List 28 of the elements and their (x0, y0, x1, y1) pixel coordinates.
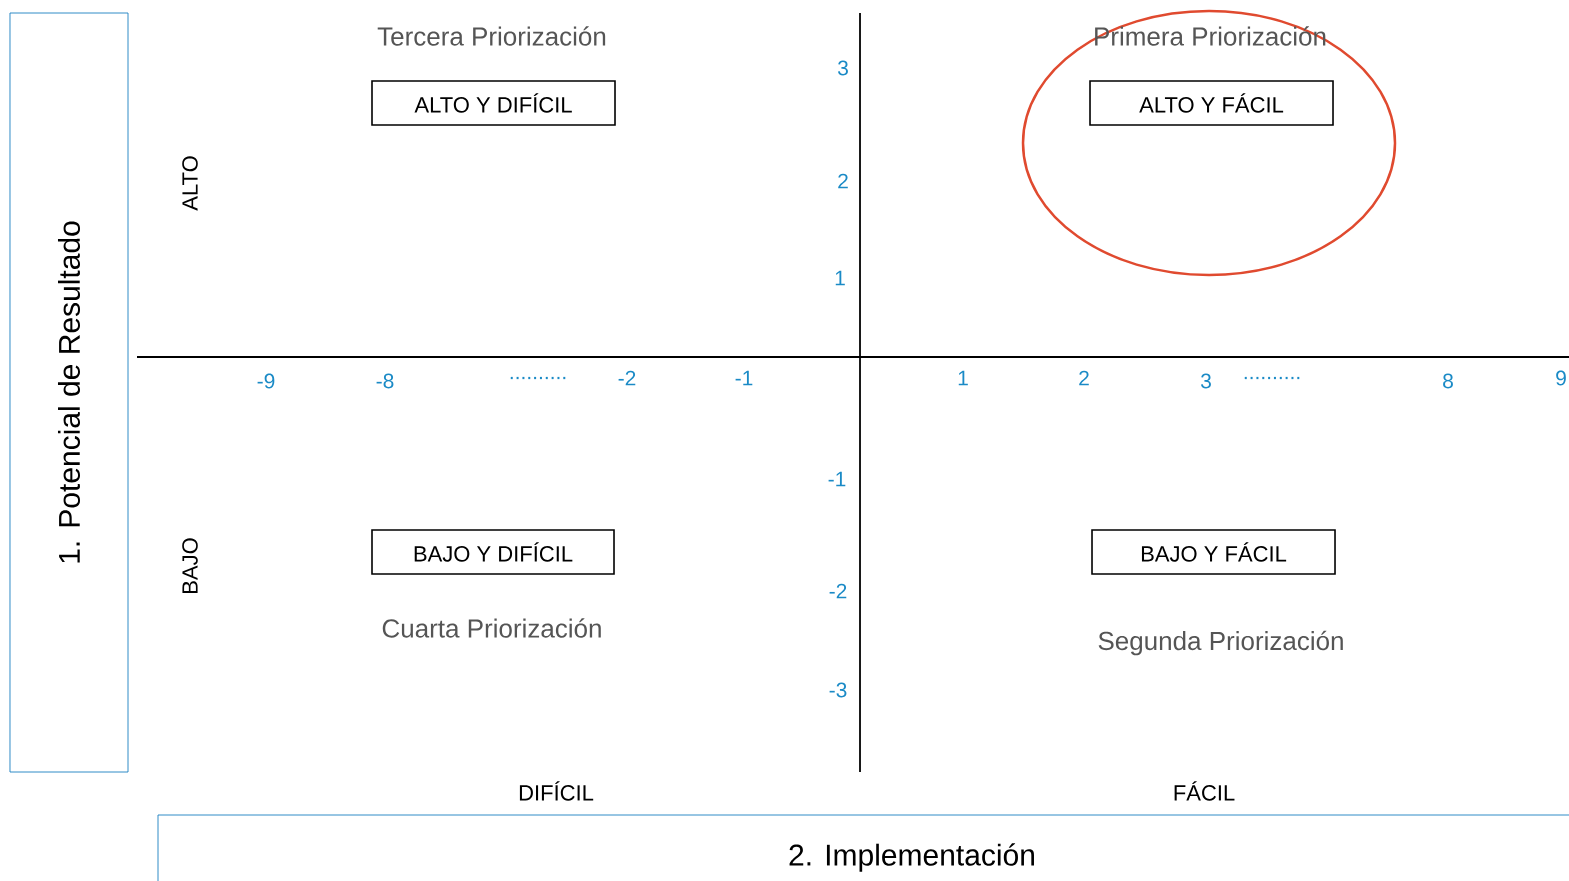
quadrant-box: ALTO Y FÁCIL (1089, 80, 1334, 126)
quadrant-title: Tercera Priorización (377, 26, 606, 46)
tick-label: 9 (1556, 370, 1566, 386)
quadrant-box: BAJO Y DIFÍCIL (371, 529, 615, 575)
tick-label: -2 (829, 583, 847, 599)
axis-label: BAJO (182, 538, 198, 593)
tick-label: -2 (618, 370, 636, 386)
tick-label: .......... (1244, 376, 1300, 380)
tick-label: 2 (1079, 370, 1089, 386)
tick-label: 3 (1200, 373, 1211, 389)
tick-label: 8 (1443, 373, 1453, 389)
tick-label: -1 (828, 471, 846, 487)
tick-label: 2 (838, 173, 848, 189)
axis-title-box: 1. Potencial de Resultado (9, 12, 129, 773)
tick-label: 1 (958, 370, 968, 386)
tick-label: .......... (510, 376, 566, 380)
quadrant-title: Segunda Priorización (1098, 630, 1343, 656)
quadrant-box: ALTO Y DIFÍCIL (371, 80, 616, 126)
tick-label: -9 (257, 373, 275, 389)
axis-title-box: 2. Implementación (157, 814, 1569, 881)
tick-label: 1 (835, 270, 845, 286)
tick-label: -3 (829, 682, 847, 698)
tick-label: 3 (837, 60, 848, 76)
axis-label: ALTO (182, 156, 198, 211)
tick-label: -8 (376, 373, 394, 389)
quadrant-title: Cuarta Priorización (382, 618, 601, 638)
tick-label: -1 (735, 370, 753, 386)
quadrant-box: BAJO Y FÁCIL (1091, 529, 1336, 575)
